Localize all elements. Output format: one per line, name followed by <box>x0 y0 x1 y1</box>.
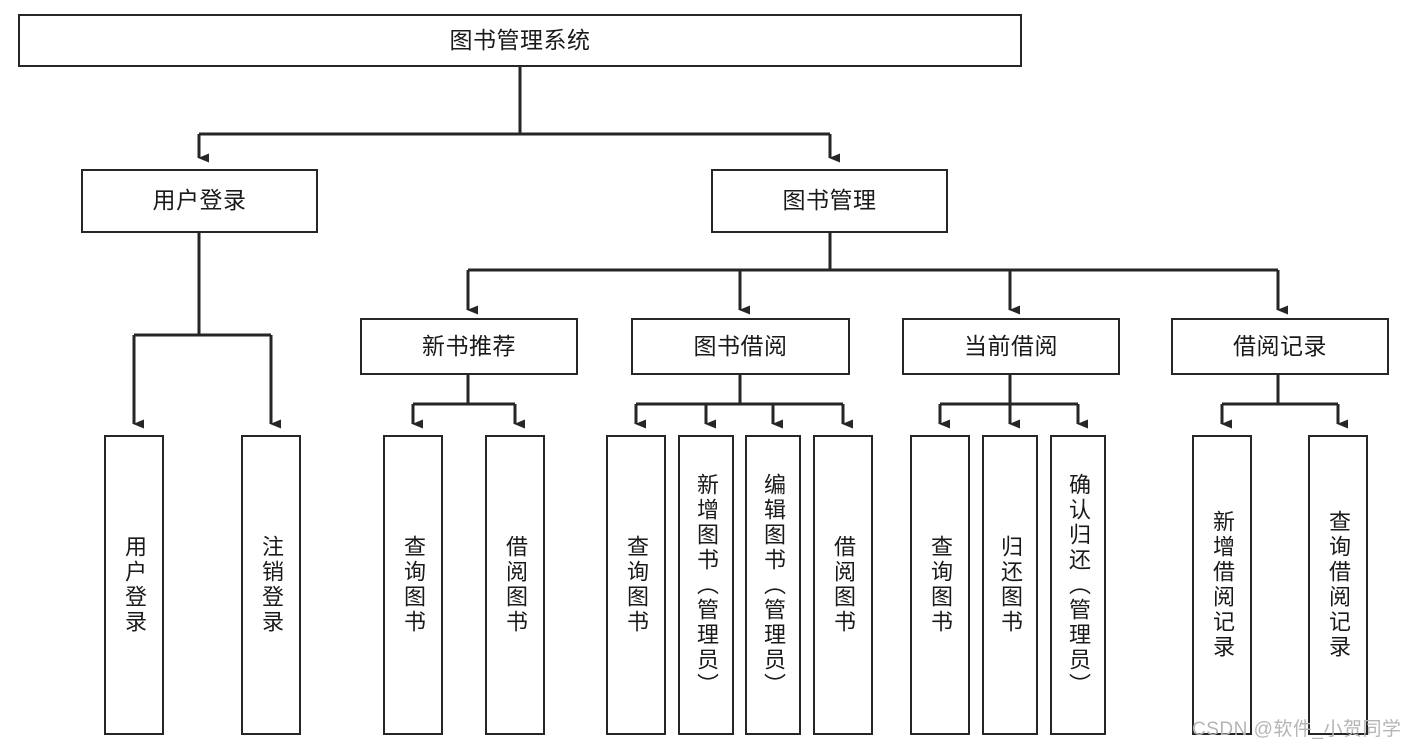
node-label: 新增图书（管理员） <box>694 472 719 698</box>
node-label: 新书推荐 <box>422 332 516 359</box>
node-book-borrow[interactable]: 图书借阅 <box>631 318 850 375</box>
csdn-watermark: CSDN @软件_小贺同学 <box>1192 719 1402 740</box>
node-user-login[interactable]: 用户登录 <box>81 169 318 233</box>
node-label: 注销登录 <box>259 535 284 635</box>
node-label: 查询借阅记录 <box>1326 510 1351 660</box>
node-new-book-recommend[interactable]: 新书推荐 <box>360 318 578 375</box>
leaf-edit-book-admin[interactable]: 编辑图书（管理员） <box>745 435 801 735</box>
leaf-user-logout[interactable]: 注销登录 <box>241 435 301 735</box>
node-root-system[interactable]: 图书管理系统 <box>18 14 1022 67</box>
node-current-borrow[interactable]: 当前借阅 <box>902 318 1120 375</box>
leaf-add-borrow-record[interactable]: 新增借阅记录 <box>1192 435 1252 735</box>
node-label: 借阅记录 <box>1233 332 1327 359</box>
node-label: 查询图书 <box>401 535 426 635</box>
leaf-return-book[interactable]: 归还图书 <box>982 435 1038 735</box>
leaf-borrow-book[interactable]: 借阅图书 <box>813 435 873 735</box>
leaf-query-book-current[interactable]: 查询图书 <box>910 435 970 735</box>
node-label: 确认归还（管理员） <box>1066 472 1091 698</box>
leaf-confirm-return-admin[interactable]: 确认归还（管理员） <box>1050 435 1106 735</box>
leaf-user-login[interactable]: 用户登录 <box>104 435 164 735</box>
node-label: 用户登录 <box>152 187 247 214</box>
node-borrow-record[interactable]: 借阅记录 <box>1171 318 1389 375</box>
node-label: 图书管理 <box>782 187 877 214</box>
node-label: 用户登录 <box>122 535 147 635</box>
leaf-borrow-book-recommend[interactable]: 借阅图书 <box>485 435 545 735</box>
node-label: 图书管理系统 <box>449 26 591 53</box>
node-label: 归还图书 <box>998 535 1023 635</box>
node-label: 查询图书 <box>624 535 649 635</box>
node-label: 图书借阅 <box>693 332 788 359</box>
leaf-query-book-recommend[interactable]: 查询图书 <box>383 435 443 735</box>
node-label: 新增借阅记录 <box>1210 510 1235 660</box>
node-label: 编辑图书（管理员） <box>761 472 786 698</box>
leaf-query-borrow-record[interactable]: 查询借阅记录 <box>1308 435 1368 735</box>
leaf-query-book-borrow[interactable]: 查询图书 <box>606 435 666 735</box>
node-label: 借阅图书 <box>503 535 528 635</box>
node-label: 当前借阅 <box>964 332 1058 359</box>
node-book-management[interactable]: 图书管理 <box>711 169 948 233</box>
node-label: 查询图书 <box>928 535 953 635</box>
node-label: 借阅图书 <box>831 535 856 635</box>
leaf-add-book-admin[interactable]: 新增图书（管理员） <box>678 435 734 735</box>
